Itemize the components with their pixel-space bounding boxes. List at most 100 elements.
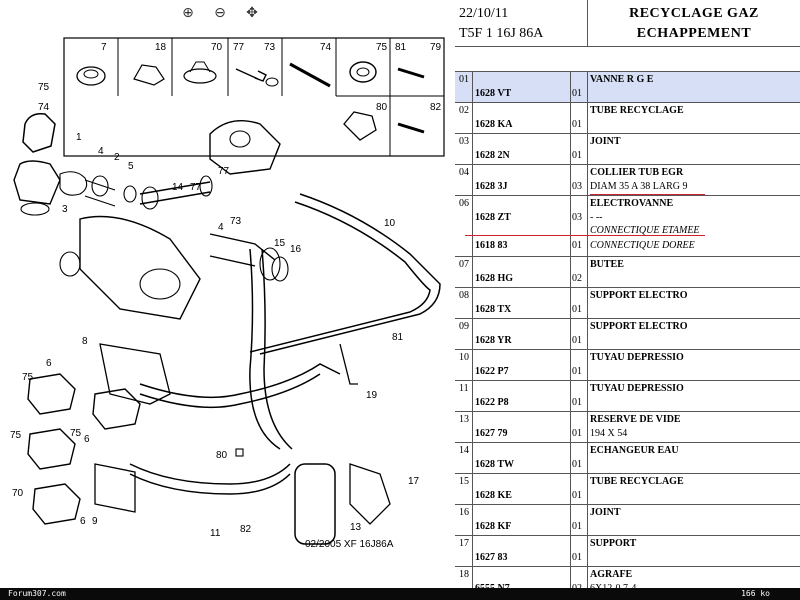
parts-legend-box xyxy=(63,37,445,157)
zoom-in-icon[interactable]: ⊕ xyxy=(182,5,194,21)
svg-text:6: 6 xyxy=(84,434,90,445)
cell-num: 17 xyxy=(459,538,469,549)
annotation-underline xyxy=(590,194,705,195)
svg-text:73: 73 xyxy=(230,216,242,227)
svg-text:82: 82 xyxy=(430,102,442,113)
svg-text:3: 3 xyxy=(62,204,68,215)
cell-desc: VANNE R G E xyxy=(590,74,654,85)
cell-qty: 01 xyxy=(572,428,582,439)
header-model: T5F 1 16J 86A xyxy=(459,26,544,41)
header-left: 22/10/11 T5F 1 16J 86A xyxy=(459,4,543,44)
cell-desc2: DIAM 35 A 38 LARG 9 xyxy=(590,181,688,192)
cell-qty: 01 xyxy=(572,521,582,532)
svg-text:80: 80 xyxy=(216,450,228,461)
cell-num: 06 xyxy=(459,198,469,209)
cell-qty: 01 xyxy=(572,150,582,161)
cell-ref: 1627 83 xyxy=(475,552,508,563)
svg-text:13: 13 xyxy=(350,522,362,533)
cell-desc2: 6X12-0,7-4 xyxy=(590,583,636,588)
svg-text:81: 81 xyxy=(395,42,407,53)
cell-desc: SUPPORT xyxy=(590,538,637,549)
svg-text:17: 17 xyxy=(408,476,420,487)
cell-desc: TUYAU DEPRESSIO xyxy=(590,352,684,363)
cell-desc: JOINT xyxy=(590,136,621,147)
svg-text:70: 70 xyxy=(211,42,223,53)
table-row[interactable]: 03 1628 2N 01 JOINT xyxy=(455,134,800,165)
cell-qty: 01 xyxy=(572,552,582,563)
cell-ref: 1627 79 xyxy=(475,428,508,439)
zoom-pan-icon[interactable]: ✥ xyxy=(246,5,258,21)
svg-text:77: 77 xyxy=(190,182,202,193)
svg-text:14: 14 xyxy=(172,182,184,193)
cell-num: 03 xyxy=(459,136,469,147)
svg-text:82: 82 xyxy=(240,524,252,535)
svg-text:75: 75 xyxy=(376,42,388,53)
svg-text:77: 77 xyxy=(233,42,245,53)
cell-ref: 1628 VT xyxy=(475,88,512,99)
header-spacer-row xyxy=(455,47,800,72)
cell-num: 01 xyxy=(459,74,469,85)
cell-qty2: 01 xyxy=(572,240,582,251)
cell-ref: 1628 KE xyxy=(475,490,512,501)
svg-text:4: 4 xyxy=(98,146,104,157)
cell-ref: 1628 ZT xyxy=(475,212,511,223)
annotation-underline xyxy=(465,235,705,236)
cell-ref2: 1618 83 xyxy=(475,240,508,251)
cell-qty: 01 xyxy=(572,335,582,346)
status-left: Forum307.com xyxy=(8,589,66,598)
cell-desc2: 194 X 54 xyxy=(590,428,628,439)
cell-num: 04 xyxy=(459,167,469,178)
svg-text:1: 1 xyxy=(76,132,82,143)
svg-text:18: 18 xyxy=(155,42,167,53)
cell-num: 02 xyxy=(459,105,469,116)
zoom-out-icon[interactable]: ⊖ xyxy=(214,5,226,21)
svg-text:75: 75 xyxy=(70,428,82,439)
cell-num: 09 xyxy=(459,321,469,332)
zoom-toolbar: ⊕ ⊖ ✥ xyxy=(178,4,262,22)
svg-text:8: 8 xyxy=(82,336,88,347)
cell-num: 13 xyxy=(459,414,469,425)
table-row[interactable]: 17 1627 83 01 SUPPORT xyxy=(455,536,800,567)
svg-text:77: 77 xyxy=(218,166,230,177)
cell-num: 14 xyxy=(459,445,469,456)
parts-table-panel: 22/10/11 T5F 1 16J 86A RECYCLAGE GAZ ECH… xyxy=(455,0,800,588)
svg-text:19: 19 xyxy=(366,390,378,401)
cell-desc4: CONNECTIQUE DOREE xyxy=(590,240,695,251)
svg-text:80: 80 xyxy=(376,102,388,113)
cell-qty: 01 xyxy=(572,366,582,377)
header-title: RECYCLAGE GAZ ECHAPPEMENT xyxy=(588,4,800,44)
cell-desc2: - -- xyxy=(590,212,603,223)
svg-text:9: 9 xyxy=(92,516,98,527)
cell-qty: 01 xyxy=(572,397,582,408)
cell-num: 18 xyxy=(459,569,469,580)
status-right: 166 ko xyxy=(741,589,770,598)
svg-text:75: 75 xyxy=(22,372,34,383)
cell-ref: 1628 KF xyxy=(475,521,512,532)
cell-desc: TUYAU DEPRESSIO xyxy=(590,383,684,394)
svg-text:74: 74 xyxy=(320,42,332,53)
cell-ref: 1628 TX xyxy=(475,304,512,315)
cell-qty: 02 xyxy=(572,273,582,284)
table-row[interactable]: 186555 N702AGRAFE6X12-0,7-4 xyxy=(455,567,800,588)
cell-ref: 1628 2N xyxy=(475,150,510,161)
svg-text:81: 81 xyxy=(392,332,404,343)
cell-num: 08 xyxy=(459,290,469,301)
cell-qty: 01 xyxy=(572,490,582,501)
svg-text:75: 75 xyxy=(10,430,22,441)
cell-ref: 1628 3J xyxy=(475,181,508,192)
cell-num: 16 xyxy=(459,507,469,518)
